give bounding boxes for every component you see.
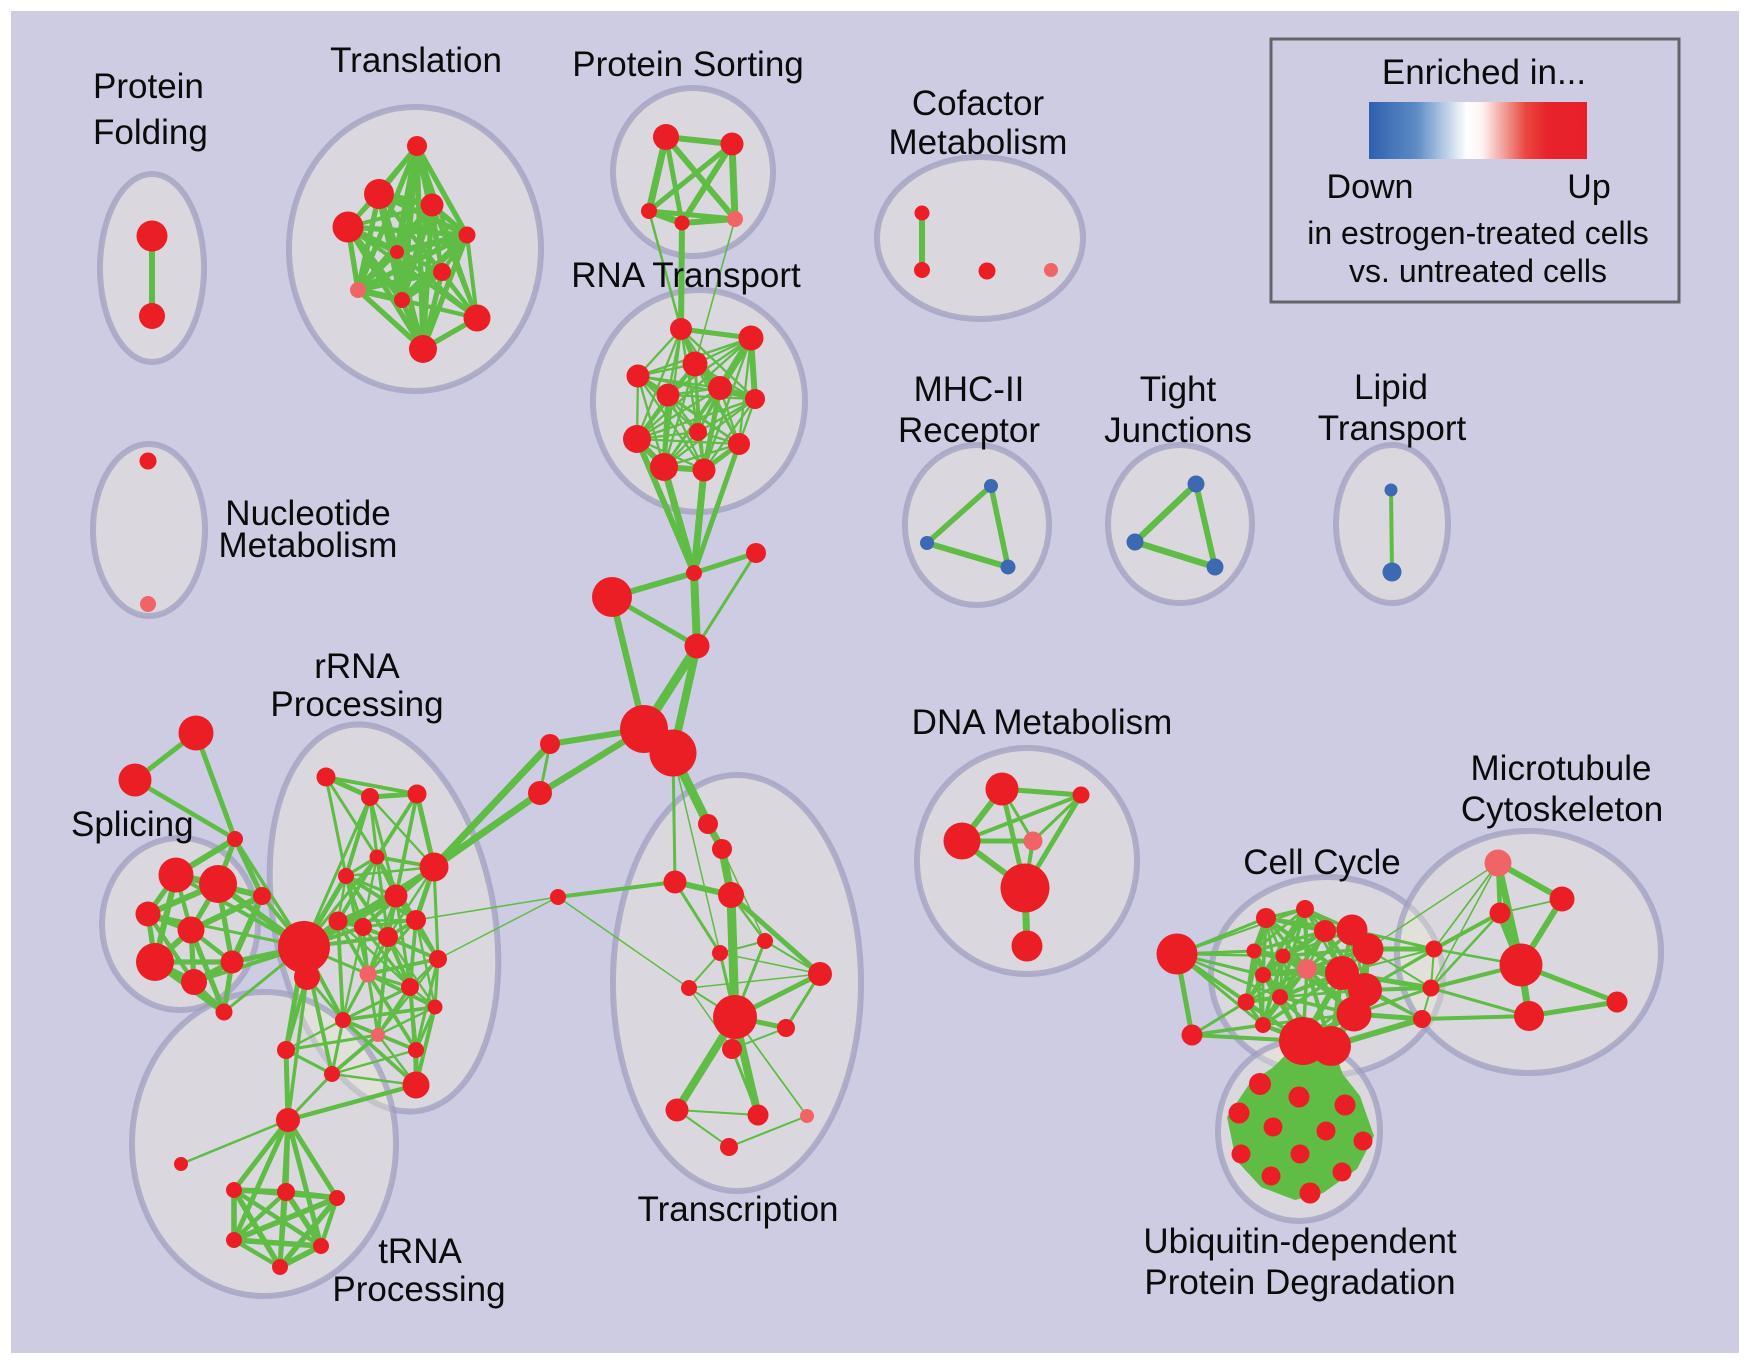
svg-text:Processing: Processing <box>270 685 443 724</box>
svg-text:Transcription: Transcription <box>638 1190 839 1229</box>
svg-text:rRNA: rRNA <box>314 647 400 686</box>
svg-text:DNA Metabolism: DNA Metabolism <box>912 703 1173 742</box>
svg-text:Cytoskeleton: Cytoskeleton <box>1461 790 1663 829</box>
svg-text:Junctions: Junctions <box>1104 411 1252 450</box>
svg-text:Nucleotide: Nucleotide <box>225 494 390 533</box>
svg-text:Enriched in...: Enriched in... <box>1382 53 1586 92</box>
svg-text:vs. untreated cells: vs. untreated cells <box>1349 253 1607 289</box>
svg-text:Protein Sorting: Protein Sorting <box>572 45 804 84</box>
svg-text:Cofactor: Cofactor <box>912 84 1045 123</box>
svg-text:Microtubule: Microtubule <box>1471 749 1652 788</box>
svg-text:Cell Cycle: Cell Cycle <box>1243 843 1401 882</box>
svg-text:Ubiquitin-dependent: Ubiquitin-dependent <box>1143 1222 1457 1261</box>
svg-text:Lipid: Lipid <box>1354 368 1428 407</box>
svg-text:MHC-II: MHC-II <box>914 370 1025 409</box>
svg-text:Splicing: Splicing <box>71 805 194 844</box>
svg-text:Up: Up <box>1567 168 1610 206</box>
svg-text:Metabolism: Metabolism <box>889 123 1068 162</box>
svg-text:Processing: Processing <box>332 1270 505 1309</box>
svg-text:in estrogen-treated cells: in estrogen-treated cells <box>1307 215 1649 251</box>
svg-text:Protein: Protein <box>93 67 204 106</box>
svg-text:Down: Down <box>1327 168 1414 206</box>
svg-text:Translation: Translation <box>330 41 502 80</box>
svg-text:RNA Transport: RNA Transport <box>571 256 801 295</box>
svg-text:Metabolism: Metabolism <box>219 526 398 565</box>
svg-text:Receptor: Receptor <box>898 411 1040 450</box>
svg-text:tRNA: tRNA <box>378 1232 462 1271</box>
svg-text:Folding: Folding <box>93 113 208 152</box>
svg-text:Transport: Transport <box>1318 409 1467 448</box>
svg-text:Tight: Tight <box>1140 370 1217 409</box>
svg-text:Protein Degradation: Protein Degradation <box>1144 1263 1455 1302</box>
